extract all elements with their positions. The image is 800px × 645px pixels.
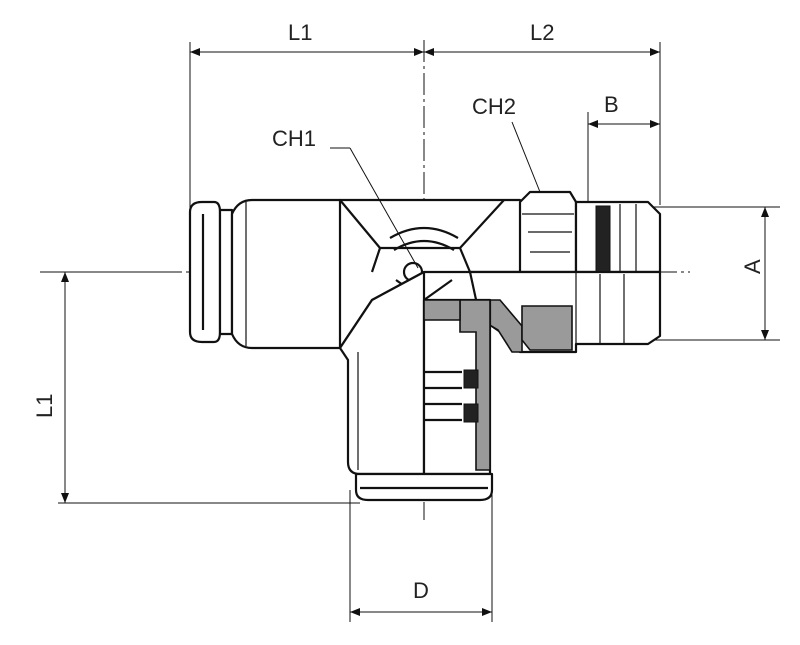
label-b: B	[604, 92, 619, 117]
label-l1-top: L1	[288, 20, 312, 45]
label-a: A	[740, 259, 765, 274]
label-ch1: CH1	[272, 126, 316, 151]
labels: L1 L2 CH1 CH2 B A L1 D	[32, 20, 765, 603]
dimension-lines	[40, 42, 780, 622]
label-ch2: CH2	[472, 94, 516, 119]
fitting-body	[188, 190, 662, 502]
label-l2-top: L2	[530, 20, 554, 45]
label-d: D	[413, 578, 429, 603]
callout-leaders	[330, 121, 541, 269]
label-l1-left: L1	[32, 394, 57, 418]
